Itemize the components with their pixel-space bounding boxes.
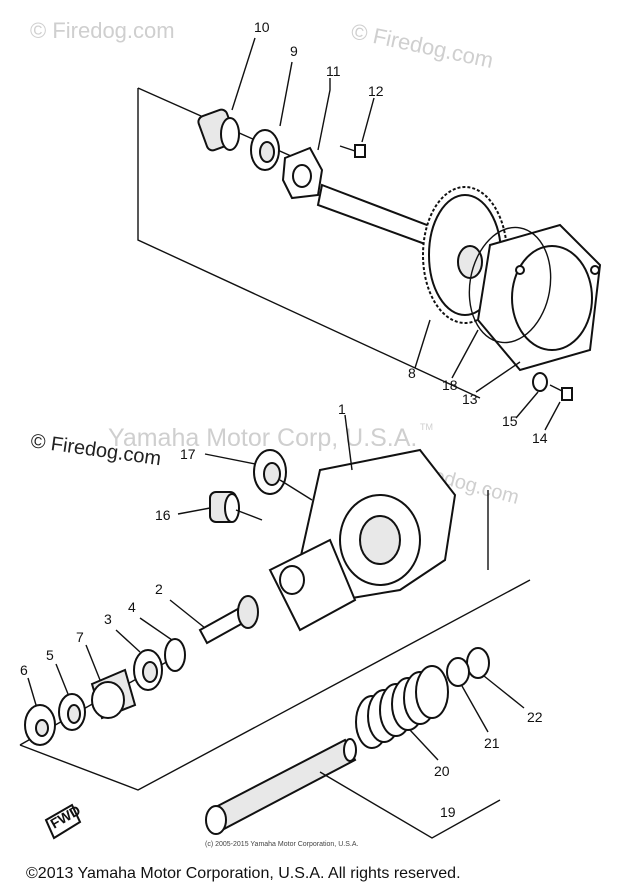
watermark-firedog-top-right: © Firedog.com — [349, 18, 496, 73]
part-7-sleeve — [85, 644, 137, 720]
part-6-seal — [24, 677, 56, 746]
label-6: 6 — [20, 662, 28, 678]
part-17-bearing — [204, 449, 287, 495]
label-10: 10 — [254, 19, 270, 35]
label-18: 18 — [442, 377, 458, 393]
watermark-yamaha: Yamaha Motor Corp, U.S.A. — [108, 424, 417, 452]
part-13-cover — [475, 223, 602, 393]
part-22-washer — [466, 647, 525, 709]
label-13: 13 — [462, 391, 478, 407]
part-2-gear-shaft — [169, 595, 259, 645]
part-1-housing — [268, 414, 457, 632]
part-18-gasket — [451, 226, 552, 379]
label-21: 21 — [484, 735, 500, 751]
label-4: 4 — [128, 599, 136, 615]
label-11: 11 — [326, 63, 341, 79]
fwd-arrow-icon: FWD — [44, 802, 83, 840]
label-8: 8 — [408, 365, 416, 381]
label-19: 19 — [440, 804, 456, 820]
part-12-bolt — [339, 97, 375, 158]
label-20: 20 — [434, 763, 450, 779]
watermark-tm: TM — [420, 422, 433, 432]
label-2: 2 — [155, 581, 163, 597]
part-9-bearing — [250, 61, 293, 171]
label-17: 17 — [180, 446, 196, 462]
label-3: 3 — [104, 611, 112, 627]
part-21-seat — [446, 657, 489, 733]
label-15: 15 — [502, 413, 518, 429]
part-3-bearing — [115, 629, 163, 691]
label-9: 9 — [290, 43, 298, 59]
label-7: 7 — [76, 629, 84, 645]
part-4-ring — [139, 617, 186, 672]
part-14-bolt — [544, 384, 573, 431]
part-10-bushing — [197, 37, 256, 152]
footer-copyright: ©2013 Yamaha Motor Corporation, U.S.A. A… — [26, 865, 461, 882]
label-12: 12 — [368, 83, 384, 99]
label-22: 22 — [527, 709, 543, 725]
leader-17 — [279, 479, 313, 501]
part-8-shaft-sprocket — [316, 183, 508, 369]
inner-copyright: (c) 2005-2015 Yamaha Motor Corporation, … — [205, 841, 358, 848]
label-16: 16 — [155, 507, 171, 523]
part-5-bearing — [55, 663, 86, 731]
leader-16 — [235, 509, 263, 521]
label-1: 1 — [338, 401, 346, 417]
part-16-bushing — [177, 491, 240, 523]
part-20-spring — [355, 665, 449, 761]
label-14: 14 — [532, 430, 548, 446]
label-5: 5 — [46, 647, 54, 663]
part-15-washer — [515, 372, 548, 419]
watermark-firedog-top-left: © Firedog.com — [30, 18, 175, 43]
part-11-plate — [281, 78, 331, 200]
part-19-tube — [205, 738, 501, 839]
